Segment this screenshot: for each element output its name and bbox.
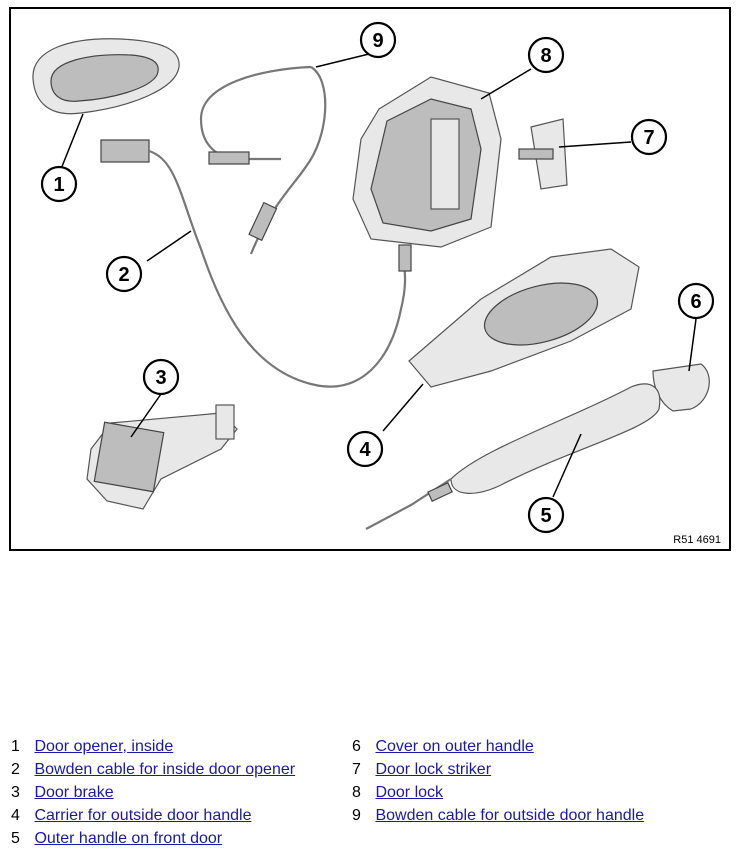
legend-item-4: 4 Carrier for outside door handle <box>11 807 252 824</box>
svg-text:1: 1 <box>53 174 64 196</box>
bowden-cable-illustration <box>100 65 407 388</box>
door-brake-illustration <box>86 404 238 510</box>
legend-link-carrier-outside-handle[interactable]: Carrier for outside door handle <box>34 807 252 824</box>
legend-link-outer-handle[interactable]: Outer handle on front door <box>34 830 223 847</box>
callout-7: 7 <box>630 118 668 156</box>
legend-item-5: 5 Outer handle on front door <box>11 830 223 847</box>
callout-6: 6 <box>677 282 715 320</box>
legend-link-door-lock-striker[interactable]: Door lock striker <box>375 761 492 778</box>
parts-diagram: 1 2 3 4 5 6 7 8 <box>9 7 731 551</box>
legend-link-bowden-cable-inside[interactable]: Bowden cable for inside door opener <box>34 761 296 778</box>
legend-link-door-brake[interactable]: Door brake <box>34 784 114 801</box>
door-lock-illustration <box>352 76 502 272</box>
legend-item-8: 8 Door lock <box>352 784 444 801</box>
cover-outer-handle-illustration <box>652 363 710 412</box>
svg-text:8: 8 <box>540 45 551 67</box>
door-opener-inside-illustration <box>32 38 180 115</box>
legend-link-cover-outer-handle[interactable]: Cover on outer handle <box>375 738 534 755</box>
legend-link-door-opener-inside[interactable]: Door opener, inside <box>34 738 174 755</box>
carrier-outside-handle-illustration <box>408 248 640 388</box>
legend-link-door-lock[interactable]: Door lock <box>375 784 444 801</box>
diagram-drawing: 1 2 3 4 5 6 7 8 <box>32 21 715 534</box>
svg-text:7: 7 <box>643 127 654 149</box>
callout-4: 4 <box>346 430 384 468</box>
legend-item-6: 6 Cover on outer handle <box>352 738 534 755</box>
callout-8: 8 <box>527 36 565 74</box>
callout-2: 2 <box>105 255 143 293</box>
svg-text:5: 5 <box>540 505 551 527</box>
svg-text:6: 6 <box>690 291 701 313</box>
svg-text:2: 2 <box>118 264 129 286</box>
callout-1: 1 <box>40 165 78 203</box>
svg-text:4: 4 <box>359 439 371 461</box>
callout-3: 3 <box>142 358 180 396</box>
door-lock-striker-illustration <box>518 118 568 190</box>
callout-5: 5 <box>527 496 565 534</box>
legend-item-1: 1 Door opener, inside <box>11 738 174 755</box>
svg-text:3: 3 <box>155 367 166 389</box>
outer-handle-illustration <box>365 383 661 530</box>
legend-item-9: 9 Bowden cable for outside door handle <box>352 807 645 824</box>
svg-text:9: 9 <box>372 30 383 52</box>
figure-code: R51 4691 <box>673 534 721 546</box>
callout-9: 9 <box>359 21 397 59</box>
legend-item-2: 2 Bowden cable for inside door opener <box>11 761 296 778</box>
legend-link-bowden-cable-outside[interactable]: Bowden cable for outside door handle <box>375 807 645 824</box>
legend-item-3: 3 Door brake <box>11 784 114 801</box>
legend-item-7: 7 Door lock striker <box>352 761 492 778</box>
